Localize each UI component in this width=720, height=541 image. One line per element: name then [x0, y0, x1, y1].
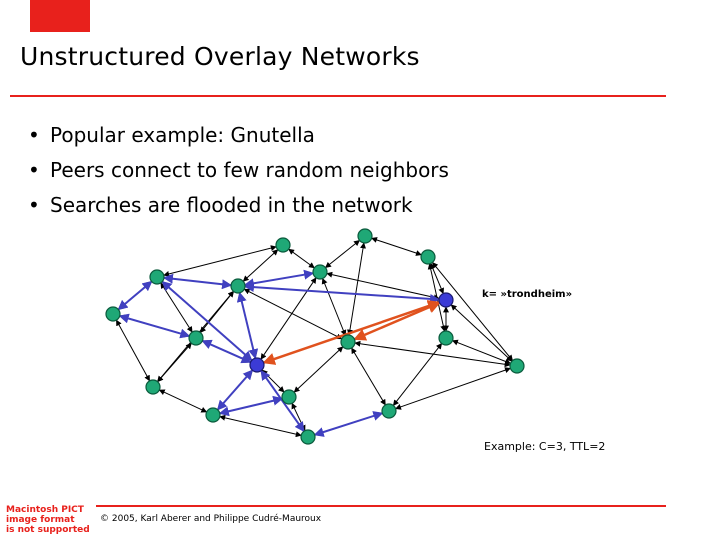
peer-node: [145, 379, 161, 395]
flood-edge: [216, 369, 254, 411]
bullet-text: Searches are flooded in the network: [50, 193, 413, 217]
overlay-edge: [432, 261, 513, 362]
overlay-edge: [115, 319, 151, 382]
peer-node: [509, 358, 525, 374]
peer-node: [205, 407, 221, 423]
flood-edge: [118, 313, 191, 339]
pict-notice-line: image format: [6, 515, 75, 525]
overlay-edge: [392, 343, 443, 406]
peer-node: [357, 228, 373, 244]
peer-node: [275, 237, 291, 253]
overlay-edge: [326, 271, 440, 301]
overlay-edge: [219, 414, 302, 438]
example-parameters-label: Example: C=3, TTL=2: [484, 440, 606, 453]
peer-node: [438, 330, 454, 346]
slide-title: Unstructured Overlay Networks: [20, 42, 420, 71]
overlay-edge: [395, 367, 511, 410]
pict-notice-line: is not supported: [6, 525, 90, 535]
flood-edge: [117, 280, 153, 311]
overlay-edge: [157, 342, 192, 383]
overlay-edge: [450, 304, 513, 362]
peer-node: [149, 269, 165, 285]
pict-notice-line: Macintosh PICT: [6, 505, 84, 515]
bullet-item: • Searches are flooded in the network: [28, 188, 449, 223]
overlay-edge: [158, 389, 208, 413]
bullet-dot-icon: •: [28, 158, 40, 182]
flood-edge: [162, 273, 233, 290]
overlay-edge: [200, 290, 234, 334]
bullet-text: Popular example: Gnutella: [50, 123, 315, 147]
brand-red-block: [30, 0, 90, 32]
peer-node: [188, 330, 204, 346]
bullet-text: Peers connect to few random neighbors: [50, 158, 449, 182]
peer-node: [300, 429, 316, 445]
overlay-edge: [243, 288, 343, 340]
peer-node: [340, 334, 356, 350]
bullet-item: • Peers connect to few random neighbors: [28, 153, 449, 188]
flood-edge: [260, 369, 305, 433]
overlay-edge: [160, 282, 193, 333]
node-layer: [105, 228, 525, 445]
peer-node: [420, 249, 436, 265]
overlay-edge: [351, 347, 386, 406]
peer-node: [312, 264, 328, 280]
answer-edge: [262, 300, 441, 365]
flood-edge: [313, 411, 384, 437]
peer-node: [230, 278, 246, 294]
query-peer-node: [438, 292, 454, 308]
bullet-item: • Popular example: Gnutella: [28, 118, 449, 153]
bullet-list: • Popular example: Gnutella • Peers connec…: [28, 118, 449, 223]
footer-copyright: © 2005, Karl Aberer and Philippe Cudré-M…: [100, 514, 322, 524]
overlay-edge: [288, 248, 315, 269]
bullet-dot-icon: •: [28, 123, 40, 147]
peer-node: [105, 306, 121, 322]
overlay-edge: [242, 249, 279, 282]
flood-edge: [243, 269, 315, 289]
flood-edge: [243, 282, 441, 304]
pict-placeholder: Macintosh PICT image format is not suppo…: [6, 505, 92, 541]
flood-edge: [201, 339, 252, 364]
footer-divider: [96, 505, 666, 507]
search-key-label: k= »trondheim»: [482, 289, 573, 300]
overlay-edge: [347, 242, 366, 336]
overlay-edge: [324, 239, 361, 269]
flood-edge: [218, 395, 284, 417]
overlay-edge: [293, 346, 344, 393]
query-peer-node: [249, 357, 265, 373]
flood-edge: [236, 291, 259, 360]
peer-node: [281, 389, 297, 405]
bullet-dot-icon: •: [28, 193, 40, 217]
answer-edge: [353, 301, 441, 341]
overlay-edge: [163, 245, 277, 277]
peer-node: [381, 403, 397, 419]
title-divider: [10, 95, 666, 97]
overlay-edge: [321, 277, 347, 337]
overlay-edge: [371, 237, 422, 256]
